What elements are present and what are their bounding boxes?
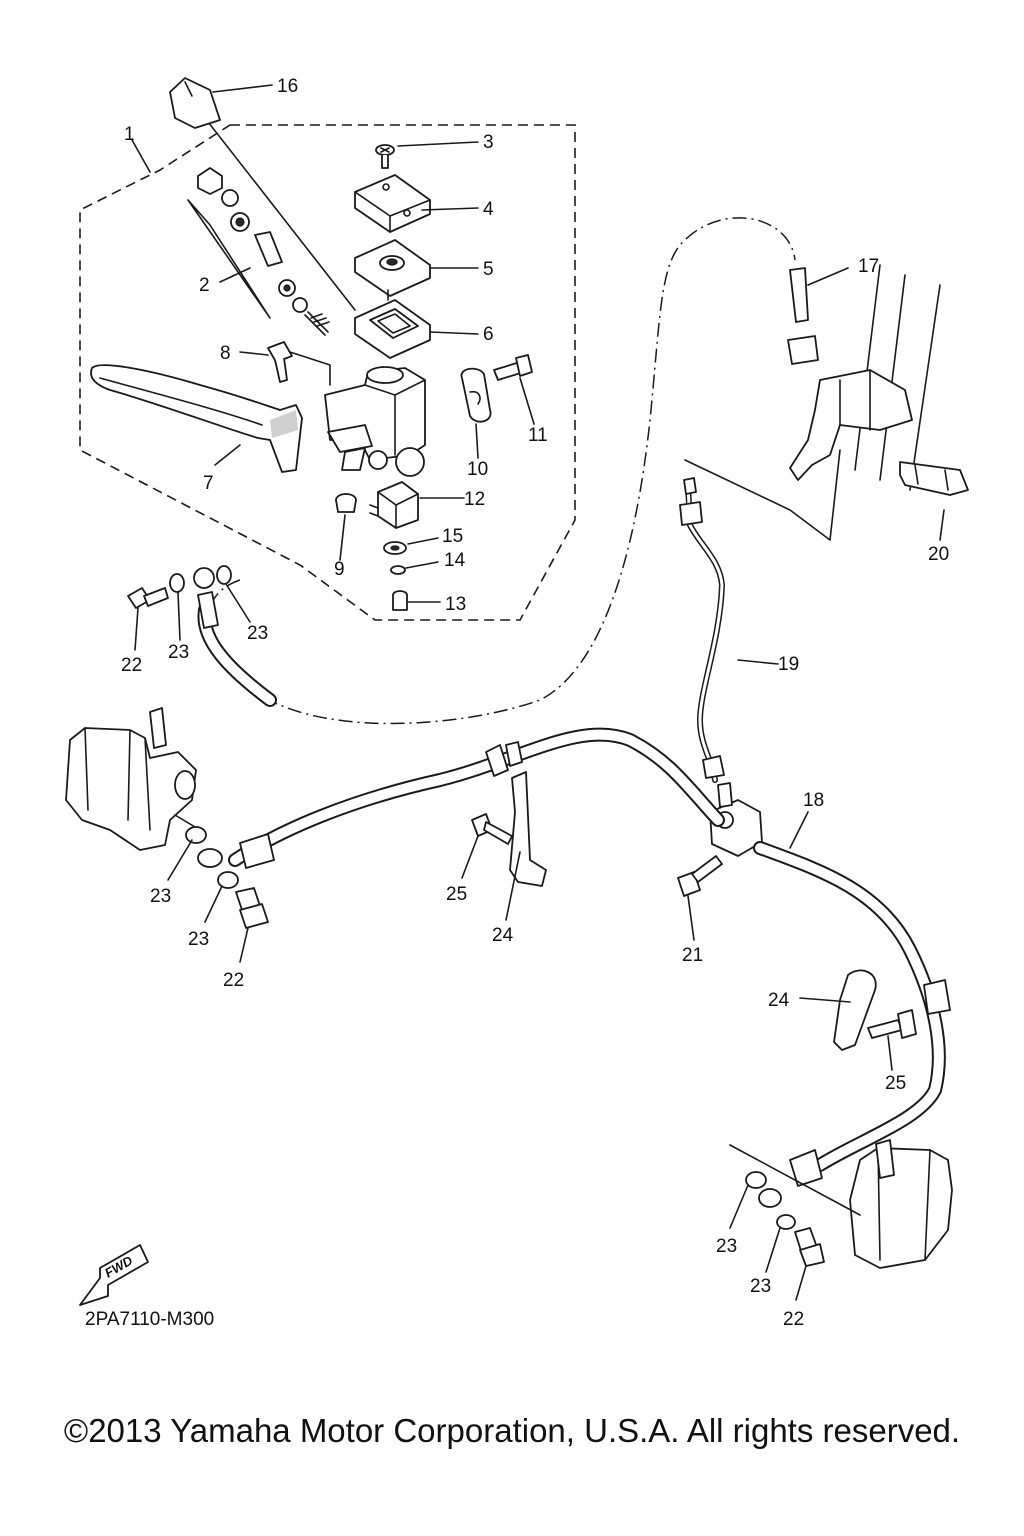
bolt-part-25-right [867, 1009, 917, 1039]
callout-21: 21 [682, 945, 703, 966]
callout-2: 2 [199, 275, 210, 296]
callout-8: 8 [220, 343, 231, 364]
holder-part-10 [460, 367, 492, 423]
hose-fitting-mid [485, 741, 523, 777]
callout-13: 13 [445, 594, 466, 615]
callout-19: 19 [778, 654, 799, 675]
bolt-part-11 [493, 354, 533, 381]
hose-end-part-17 [787, 267, 819, 365]
washer-right-b [758, 1188, 782, 1208]
diaphragm-part-6 [354, 289, 431, 359]
boot-part-16 [169, 77, 221, 129]
screw-part-13 [392, 590, 408, 611]
callout-22-left: 22 [223, 970, 244, 991]
callout-4: 4 [483, 199, 494, 220]
callout-22-top: 22 [121, 655, 142, 676]
diaphragm-plate-part-5 [354, 239, 431, 297]
callout-25-center: 25 [446, 884, 467, 905]
master-cylinder-kit-boundary [79, 124, 576, 621]
clip-part-20 [899, 461, 969, 496]
callout-20: 20 [928, 544, 949, 565]
screw-part-3 [375, 144, 395, 169]
union-bolt-top-left [127, 587, 169, 609]
bolt-part-21 [677, 855, 723, 897]
pipe-end-bottom [702, 755, 725, 779]
callout-3: 3 [483, 132, 494, 153]
washer-right-c [776, 1214, 796, 1230]
callout-11: 11 [528, 425, 548, 446]
washer-left-b [217, 871, 239, 889]
bolt-part-25-center [471, 813, 513, 845]
reservoir-path-line [204, 117, 356, 311]
callout-15: 15 [442, 526, 463, 547]
washer-left-a [185, 826, 207, 844]
hose-fitting-left-end [197, 833, 275, 869]
callout-1: 1 [124, 124, 135, 145]
washer-top-left-a [169, 573, 185, 593]
piston-kit-part-2 [187, 167, 330, 336]
diagram-code: 2PA7110-M300 [85, 1309, 214, 1330]
hose-fitting-top-left [193, 567, 219, 629]
pivot-bolt-part-8 [267, 341, 293, 383]
washer-part-15 [383, 541, 407, 555]
clamp-part-24-center [509, 771, 547, 887]
fwd-arrow-icon: FWD [79, 1244, 149, 1306]
callout-12: 12 [464, 489, 485, 510]
callout-5: 5 [483, 259, 494, 280]
upper-right-bracket [789, 369, 913, 481]
hose-fitting-right [789, 979, 951, 1187]
callout-24-right: 24 [768, 990, 790, 1011]
master-cylinder-body [324, 366, 426, 477]
callout-24-center: 24 [492, 925, 514, 946]
right-caliper [729, 1139, 953, 1269]
union-bolt-left [235, 887, 269, 929]
washer-right-a [745, 1171, 767, 1189]
callout-23-left-a: 23 [150, 886, 171, 907]
left-caliper [65, 707, 201, 851]
callout-23-right-a: 23 [716, 1236, 737, 1257]
callout-10: 10 [467, 459, 488, 480]
callout-17: 17 [858, 256, 879, 277]
pipe-end-top [679, 477, 703, 526]
callout-9: 9 [334, 559, 345, 580]
callout-7: 7 [203, 473, 214, 494]
washer-part-14 [390, 565, 406, 575]
callout-22-right: 22 [783, 1309, 804, 1330]
callout-14: 14 [444, 550, 466, 571]
lever-pin-leader [289, 351, 331, 386]
brake-line-path [207, 217, 796, 725]
callout-23-left-b: 23 [188, 929, 209, 950]
clamp-part-24-right [833, 969, 877, 1051]
callout-23-right-b: 23 [750, 1276, 771, 1297]
reservoir-cap-part-4 [354, 174, 431, 233]
callout-23-top-b: 23 [247, 623, 268, 644]
copyright-notice: ©2013 Yamaha Motor Corporation, U.S.A. A… [63, 1412, 961, 1449]
callout-6: 6 [483, 324, 494, 345]
union-bolt-right [794, 1227, 825, 1267]
leader-lines [131, 84, 945, 1301]
callout-16: 16 [277, 76, 298, 97]
brake-switch-part-12 [369, 481, 419, 529]
grommet-part-9 [335, 493, 357, 513]
callout-18: 18 [803, 790, 824, 811]
callout-23-top-a: 23 [168, 642, 189, 663]
brake-lever-part-7 [90, 364, 303, 473]
washer-top-left-b [216, 565, 232, 585]
callout-25-right: 25 [885, 1073, 906, 1094]
